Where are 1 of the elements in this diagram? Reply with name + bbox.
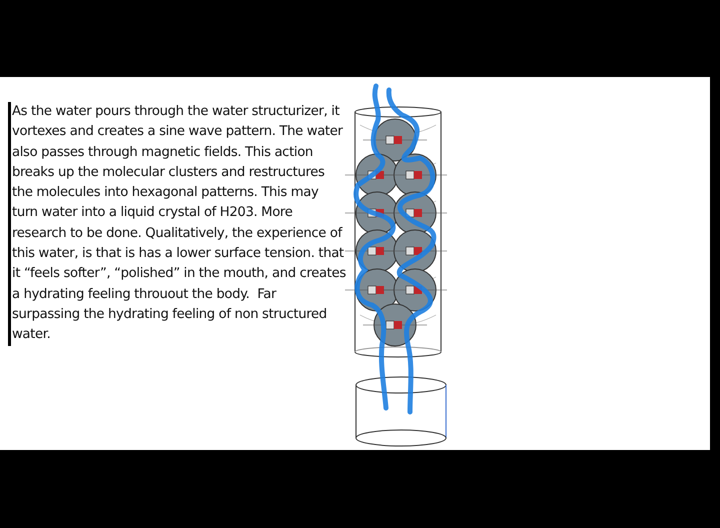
description-paragraph: As the water pours through the water structurizer, it vortexes and creates a sine wave pattern. The water also passes through magnetic fields. This action breaks up the molecular clusters and restructures the molecules into hexagonal patterns. This may turn water into a liquid crystal of H203. More research to be done. Qualitatively, the experience of this water, is that is has a lower surface tension. that it “feels softer”, “polished” in the mouth, and creates a hydrating feeling throuout the body. Far surpassing the hydrating feeling of non structured water. <box>8 102 347 346</box>
